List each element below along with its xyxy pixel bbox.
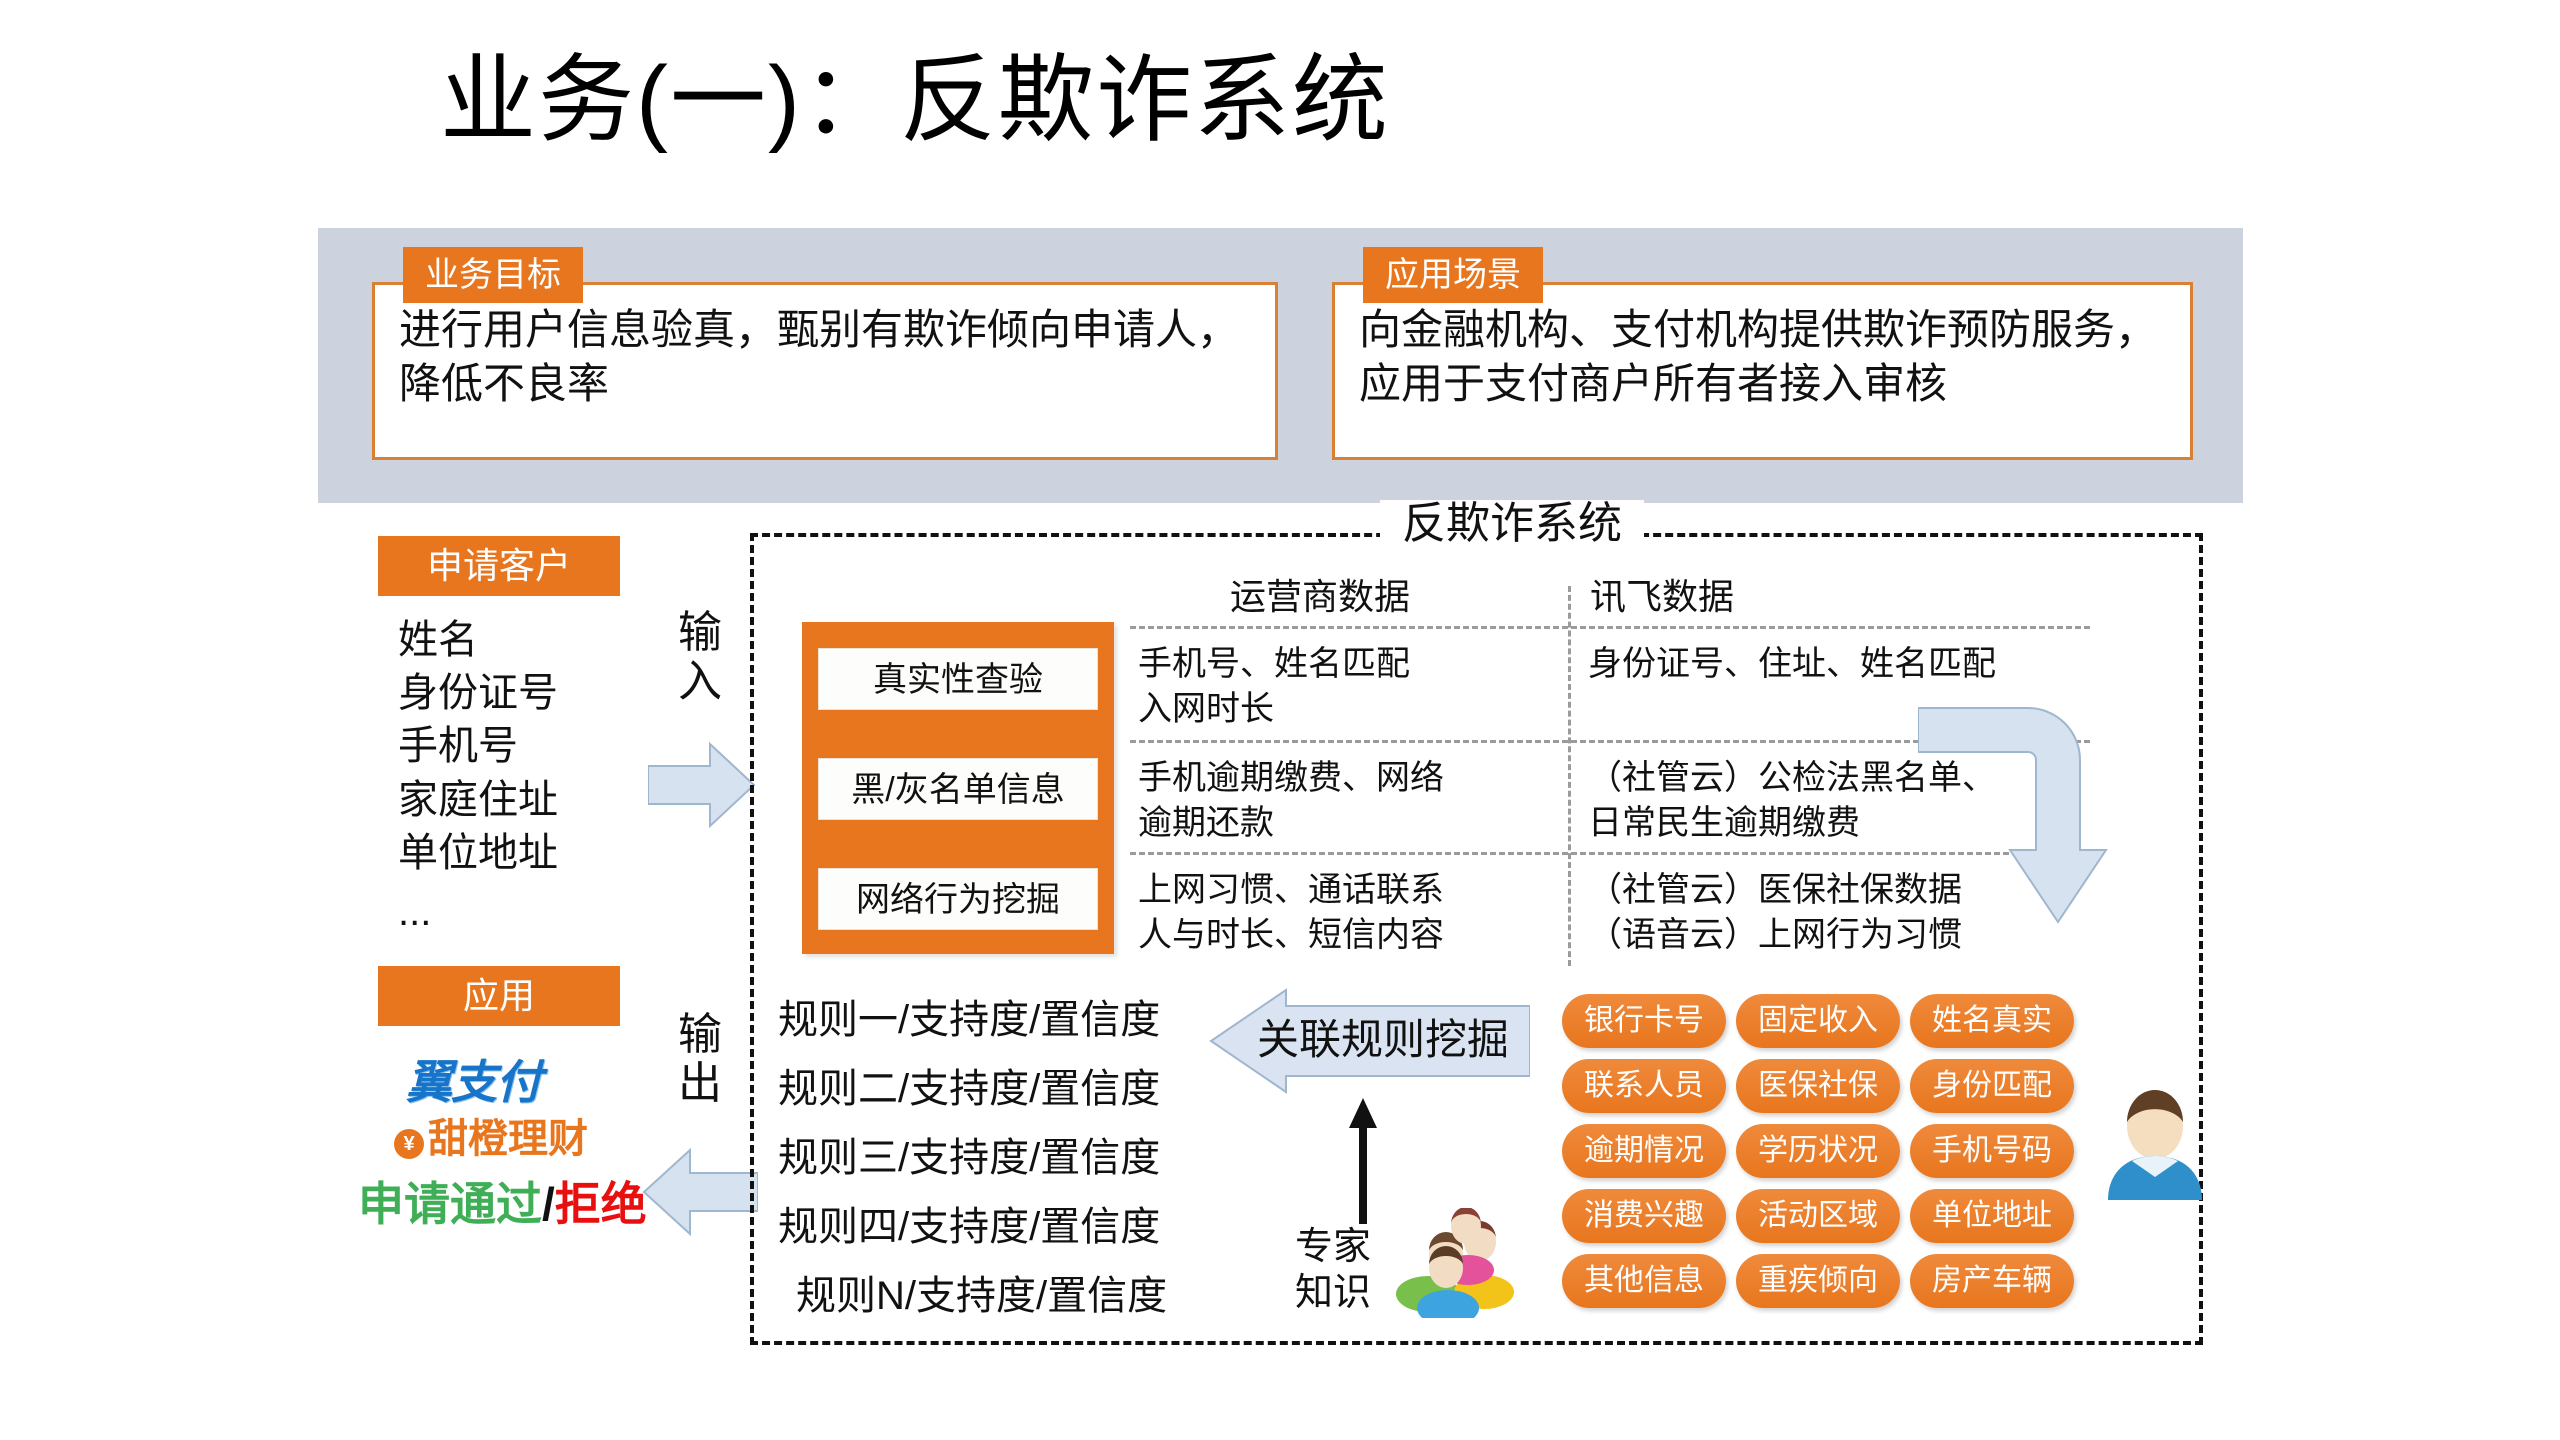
pill-identity-match[interactable]: 身份匹配 (1910, 1059, 2074, 1113)
pill-bank-card[interactable]: 银行卡号 (1562, 994, 1726, 1048)
callout-business-goal: 业务目标 进行用户信息验真，甄别有欺诈倾向申请人，降低不良率 (372, 247, 1278, 460)
attribute-pill-grid: 银行卡号 固定收入 姓名真实 联系人员 医保社保 身份匹配 逾期情况 学历状况 … (1562, 994, 2082, 1308)
pill-contacts[interactable]: 联系人员 (1562, 1059, 1726, 1113)
module-chip-network-behavior[interactable]: 网络行为挖掘 (818, 868, 1098, 930)
pill-other-info[interactable]: 其他信息 (1562, 1254, 1726, 1308)
logo-tiancheng-licai: ¥甜橙理财 (394, 1106, 624, 1161)
pill-overdue-status[interactable]: 逾期情况 (1562, 1124, 1726, 1178)
module-column: 真实性查验 黑/灰名单信息 网络行为挖掘 (802, 622, 1114, 954)
table-row-divider (1130, 740, 2090, 743)
table-vertical-divider (1568, 586, 1571, 966)
pill-real-name[interactable]: 姓名真实 (1910, 994, 2074, 1048)
pill-medical-insurance[interactable]: 医保社保 (1736, 1059, 1900, 1113)
decision-separator: / (542, 1178, 555, 1230)
rule-item: 规则N/支持度/置信度 (796, 1274, 1168, 1318)
table-cell-operator-0: 手机号、姓名匹配 入网时长 (1138, 645, 1410, 728)
rule-item: 规则一/支持度/置信度 (778, 998, 1161, 1042)
callout-application-scenario: 应用场景 向金融机构、支付机构提供欺诈预防服务，应用于支付商户所有者接入审核 (1332, 247, 2193, 460)
callout-business-goal-body: 进行用户信息验真，甄别有欺诈倾向申请人，降低不良率 (399, 306, 1240, 407)
callout-application-scenario-body: 向金融机构、支付机构提供欺诈预防服务，应用于支付商户所有者接入审核 (1359, 306, 2158, 407)
table-cell-xunfei-0: 身份证号、住址、姓名匹配 (1588, 645, 1996, 683)
list-item: 身份证号 (398, 671, 558, 716)
input-arrow-icon (648, 741, 756, 829)
data-source-table: 运营商数据 讯飞数据 手机号、姓名匹配 入网时长 身份证号、住址、姓名匹配 手机… (1130, 568, 2090, 968)
pill-activity-area[interactable]: 活动区域 (1736, 1189, 1900, 1243)
label-output: 输 出 (678, 1010, 722, 1109)
curved-flow-arrow-icon (1918, 707, 2108, 924)
logo-tiancheng-text: 甜橙理财 (428, 1117, 588, 1161)
system-title: 反欺诈系统 (1380, 499, 1644, 549)
pill-education[interactable]: 学历状况 (1736, 1124, 1900, 1178)
table-row-divider (1130, 852, 2090, 855)
table-cell-operator-1: 手机逾期缴费、网络 逾期还款 (1138, 759, 1444, 842)
rule-item: 规则三/支持度/置信度 (778, 1136, 1161, 1180)
user-avatar-icon (2108, 1090, 2202, 1200)
callout-business-goal-tab: 业务目标 (403, 247, 583, 303)
list-item: 单位地址 (398, 830, 558, 875)
customer-field-list: 姓名 身份证号 手机号 家庭住址 单位地址 ... (398, 614, 558, 939)
module-chip-blacklist[interactable]: 黑/灰名单信息 (818, 758, 1098, 820)
pill-fixed-income[interactable]: 固定收入 (1736, 994, 1900, 1048)
section-header-apply-customer: 申请客户 (378, 536, 620, 596)
table-cell-xunfei-1: （社管云）公检法黑名单、 日常民生逾期缴费 (1588, 759, 1996, 842)
decision-pass-text: 申请通过 (358, 1178, 542, 1230)
pill-critical-illness[interactable]: 重疾倾向 (1736, 1254, 1900, 1308)
list-item: 手机号 (398, 724, 518, 769)
rules-list: 规则一/支持度/置信度 规则二/支持度/置信度 规则三/支持度/置信度 规则四/… (778, 1000, 1167, 1316)
output-arrow-icon (642, 1147, 758, 1237)
pill-phone-number[interactable]: 手机号码 (1910, 1124, 2074, 1178)
label-input: 输 入 (678, 608, 722, 707)
association-rule-arrow-icon (1209, 988, 1530, 1094)
rule-item: 规则二/支持度/置信度 (778, 1067, 1161, 1111)
page-title: 业务(一)：反欺诈系统 (440, 47, 1390, 154)
module-chip-authenticity[interactable]: 真实性查验 (818, 648, 1098, 710)
decision-reject-text: 拒绝 (554, 1178, 647, 1230)
orange-circle-icon: ¥ (394, 1129, 424, 1159)
expert-knowledge-label: 专家 知识 (1294, 1226, 1371, 1315)
table-cell-operator-2: 上网习惯、通话联系 人与时长、短信内容 (1138, 871, 1444, 954)
logo-yizhifu: 翼支付 (406, 1056, 542, 1108)
decision-result: 申请通过/拒绝 (358, 1168, 647, 1234)
pill-work-address[interactable]: 单位地址 (1910, 1189, 2074, 1243)
association-rule-label: 关联规则挖掘 (1256, 1016, 1509, 1063)
column-header-xunfei: 讯飞数据 (1590, 576, 1735, 617)
table-row-divider (1130, 626, 2090, 629)
list-item: 姓名 (398, 618, 478, 662)
pill-consumption-interest[interactable]: 消费兴趣 (1562, 1189, 1726, 1243)
pill-property-vehicle[interactable]: 房产车辆 (1910, 1254, 2074, 1308)
rule-item: 规则四/支持度/置信度 (778, 1205, 1161, 1249)
list-item-ellipsis: ... (398, 889, 432, 934)
expert-people-icon (1396, 1208, 1514, 1318)
section-header-application: 应用 (378, 966, 620, 1026)
list-item: 家庭住址 (398, 777, 558, 822)
column-header-operator: 运营商数据 (1230, 576, 1411, 617)
callout-application-scenario-tab: 应用场景 (1363, 247, 1543, 303)
table-cell-xunfei-2: （社管云）医保社保数据 （语音云）上网行为习惯 (1588, 871, 1962, 954)
expert-knowledge-arrow-icon (1349, 1098, 1377, 1224)
